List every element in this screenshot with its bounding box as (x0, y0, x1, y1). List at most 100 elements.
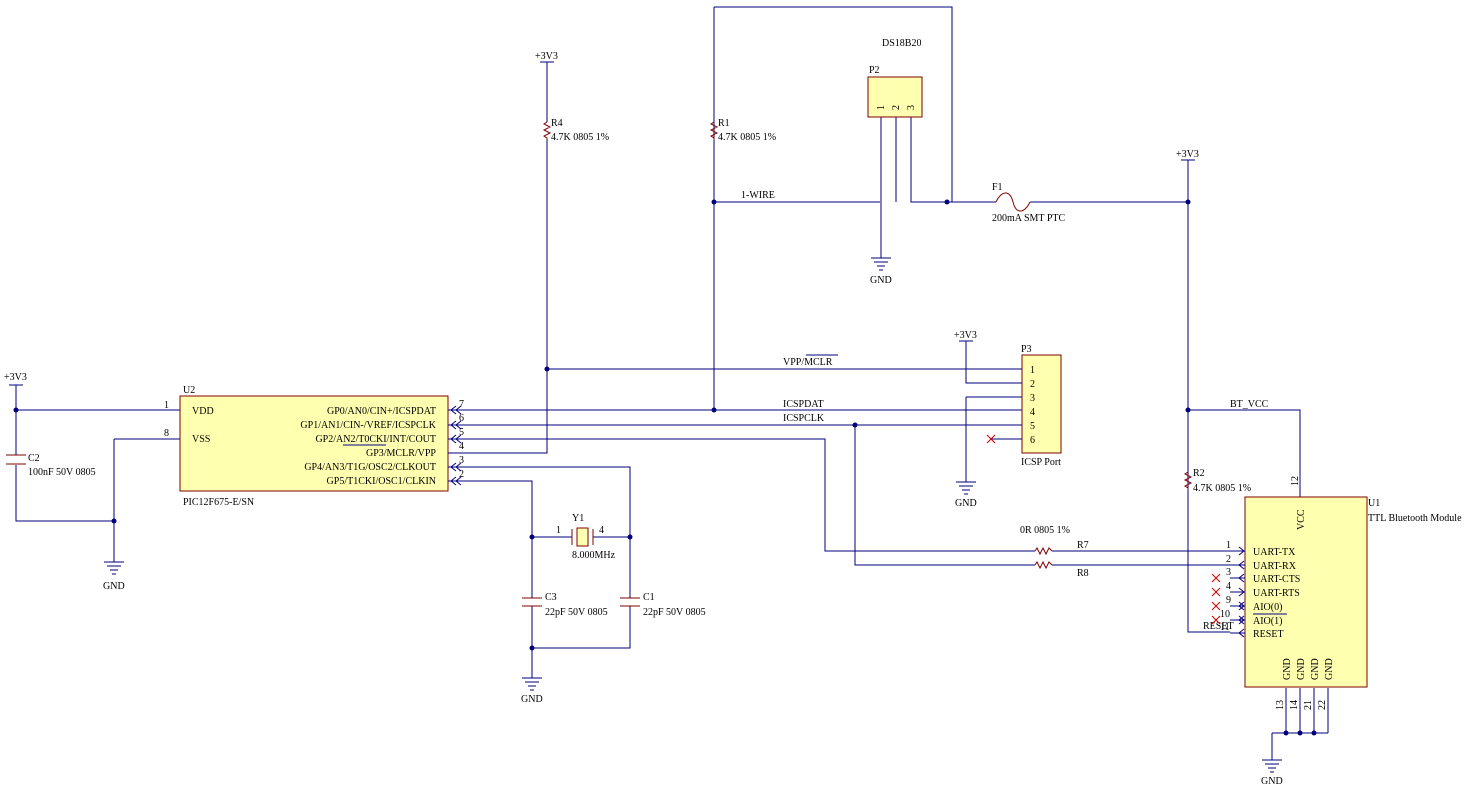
u1-gnd-num: 13 (1275, 700, 1286, 710)
u2-pin-num: 8 (164, 428, 169, 439)
u2-pin-num: 2 (459, 469, 464, 480)
u1-pin-name: UART-CTS (1253, 574, 1300, 585)
u1-pin-num: 10 (1220, 609, 1230, 620)
p2-pin-1: 1 (876, 105, 887, 110)
u2-pin-name: GP5/T1CKI/OSC1/CLKIN (327, 476, 436, 487)
y1-value: 8.000MHz (572, 550, 616, 561)
gnd-u1: GND (1261, 759, 1283, 787)
u2-pin-num: 6 (459, 413, 464, 424)
p3-pin-3: 3 (1030, 393, 1035, 404)
connector-p3: P3 1 2 3 4 5 6 ICSP Port (986, 344, 1062, 468)
power-label: +3V3 (535, 51, 558, 62)
resistor-r1: R1 4.7K 0805 1% (709, 7, 776, 143)
u1-pin-num: 11 (1220, 622, 1230, 633)
u1-pin-num: 9 (1226, 595, 1231, 606)
capacitor-c1: C1 22pF 50V 0805 (620, 592, 706, 618)
u1-ref: U1 (1368, 498, 1380, 509)
u1-pin-name: AIO(1) (1253, 616, 1282, 627)
u2-ref: U2 (183, 385, 195, 396)
ic-u2: U2 1 VDD 8 VSS GP0/AN0/CIN+/ICSPDAT GP1/… (164, 385, 465, 508)
u1-pin-name: UART-RTS (1253, 588, 1300, 599)
c2-value: 100nF 50V 0805 (28, 467, 96, 478)
u1-pin-num: 1 (1226, 540, 1231, 551)
f1-ref: F1 (992, 182, 1003, 193)
gnd-label: GND (1261, 776, 1283, 787)
c2-ref: C2 (28, 453, 40, 464)
y1-ref: Y1 (572, 513, 584, 524)
r8-ref: R8 (1077, 568, 1089, 579)
net-reset: RESET (1203, 621, 1234, 632)
net-icspdat: ICSPDAT (783, 399, 824, 410)
net-1-wire: 1-WIRE (741, 190, 775, 201)
u1-vcc-num: 12 (1290, 476, 1301, 486)
power-33-p3: +3V3 (954, 330, 977, 342)
gnd-p3: GND (955, 481, 977, 509)
power-33-r4: +3V3 (535, 51, 558, 63)
gnd-label: GND (870, 275, 892, 286)
u2-part: PIC12F675-E/SN (183, 497, 254, 508)
wires (15, 6, 1329, 760)
u2-pin-num: 3 (459, 455, 464, 466)
no-connect-mark (986, 434, 996, 444)
power-33-f1: +3V3 (1176, 149, 1199, 161)
f1-value: 200mA SMT PTC (992, 213, 1065, 224)
c1-value: 22pF 50V 0805 (643, 607, 706, 618)
u1-gnd-name: GND (1310, 658, 1321, 680)
r4-ref: R4 (551, 118, 563, 129)
u1-pin-num: 3 (1226, 567, 1231, 578)
u1-pin-num: 2 (1226, 554, 1231, 565)
crystal-y1: Y1 1 4 8.000MHz (556, 513, 616, 561)
p2-pin-2: 2 (891, 105, 902, 110)
gnd-label: GND (955, 498, 977, 509)
r7-ref: R7 (1077, 540, 1089, 551)
capacitor-c2: C2 100nF 50V 0805 (6, 453, 96, 478)
r1-ref: R1 (718, 118, 730, 129)
u2-pin-num: 7 (459, 399, 464, 410)
r1-value: 4.7K 0805 1% (718, 132, 776, 143)
p3-ref: P3 (1021, 344, 1032, 355)
u2-pin-name: GP3/MCLR/VPP (366, 448, 436, 459)
connector-p2: DS18B20 P2 1 2 3 (867, 38, 923, 118)
p2-title: DS18B20 (882, 38, 921, 49)
p2-ref: P2 (869, 65, 880, 76)
power-label: +3V3 (4, 372, 27, 383)
gnd-label: GND (521, 694, 543, 705)
p3-pin-2: 2 (1030, 379, 1035, 390)
power-label: +3V3 (1176, 149, 1199, 160)
u1-pin-name: UART-TX (1253, 547, 1296, 558)
net-icspclk: ICSPCLK (783, 413, 825, 424)
u1-gnd-name: GND (1282, 658, 1293, 680)
p3-pin-4: 4 (1030, 407, 1035, 418)
resistor-r4: R4 4.7K 0805 1% (542, 118, 609, 143)
p3-pin-6: 6 (1030, 435, 1035, 446)
u1-gnd-num: 22 (1317, 700, 1328, 710)
r2-ref: R2 (1193, 468, 1205, 479)
gnd-u2: GND (103, 561, 125, 592)
u1-vcc-name: VCC (1296, 509, 1307, 530)
junction-dots (13, 199, 1317, 736)
p3-label: ICSP Port (1021, 457, 1061, 468)
c3-ref: C3 (545, 592, 557, 603)
u1-gnd-num: 21 (1303, 700, 1314, 710)
resistor-r8: R8 (1034, 560, 1089, 579)
r4-value: 4.7K 0805 1% (551, 132, 609, 143)
fuse-f1: F1 200mA SMT PTC (992, 182, 1065, 224)
r7-value: 0R 0805 1% (1020, 525, 1070, 536)
gnd-p2: GND (870, 257, 892, 286)
u1-pin-num: 4 (1226, 581, 1231, 592)
u2-pin-name: GP4/AN3/T1G/OSC2/CLKOUT (304, 462, 436, 473)
gnd-crystal: GND (521, 677, 543, 705)
u2-pin-name: VSS (192, 434, 210, 445)
net-bt-vcc: BT_VCC (1230, 399, 1269, 410)
u2-pin-name: GP1/AN1/CIN-/VREF/ICSPCLK (300, 420, 436, 431)
r2-value: 4.7K 0805 1% (1193, 483, 1251, 494)
u1-part: TTL Bluetooth Module (1368, 513, 1462, 524)
p2-pin-3: 3 (906, 105, 917, 110)
y1-pin1: 1 (556, 525, 561, 536)
resistor-r2: R2 4.7K 0805 1% (1183, 468, 1251, 494)
u1-gnd-name: GND (1296, 658, 1307, 680)
u1-pin-name: AIO(0) (1253, 602, 1282, 613)
u1-pin-name: UART-RX (1253, 561, 1297, 572)
gnd-label: GND (103, 581, 125, 592)
